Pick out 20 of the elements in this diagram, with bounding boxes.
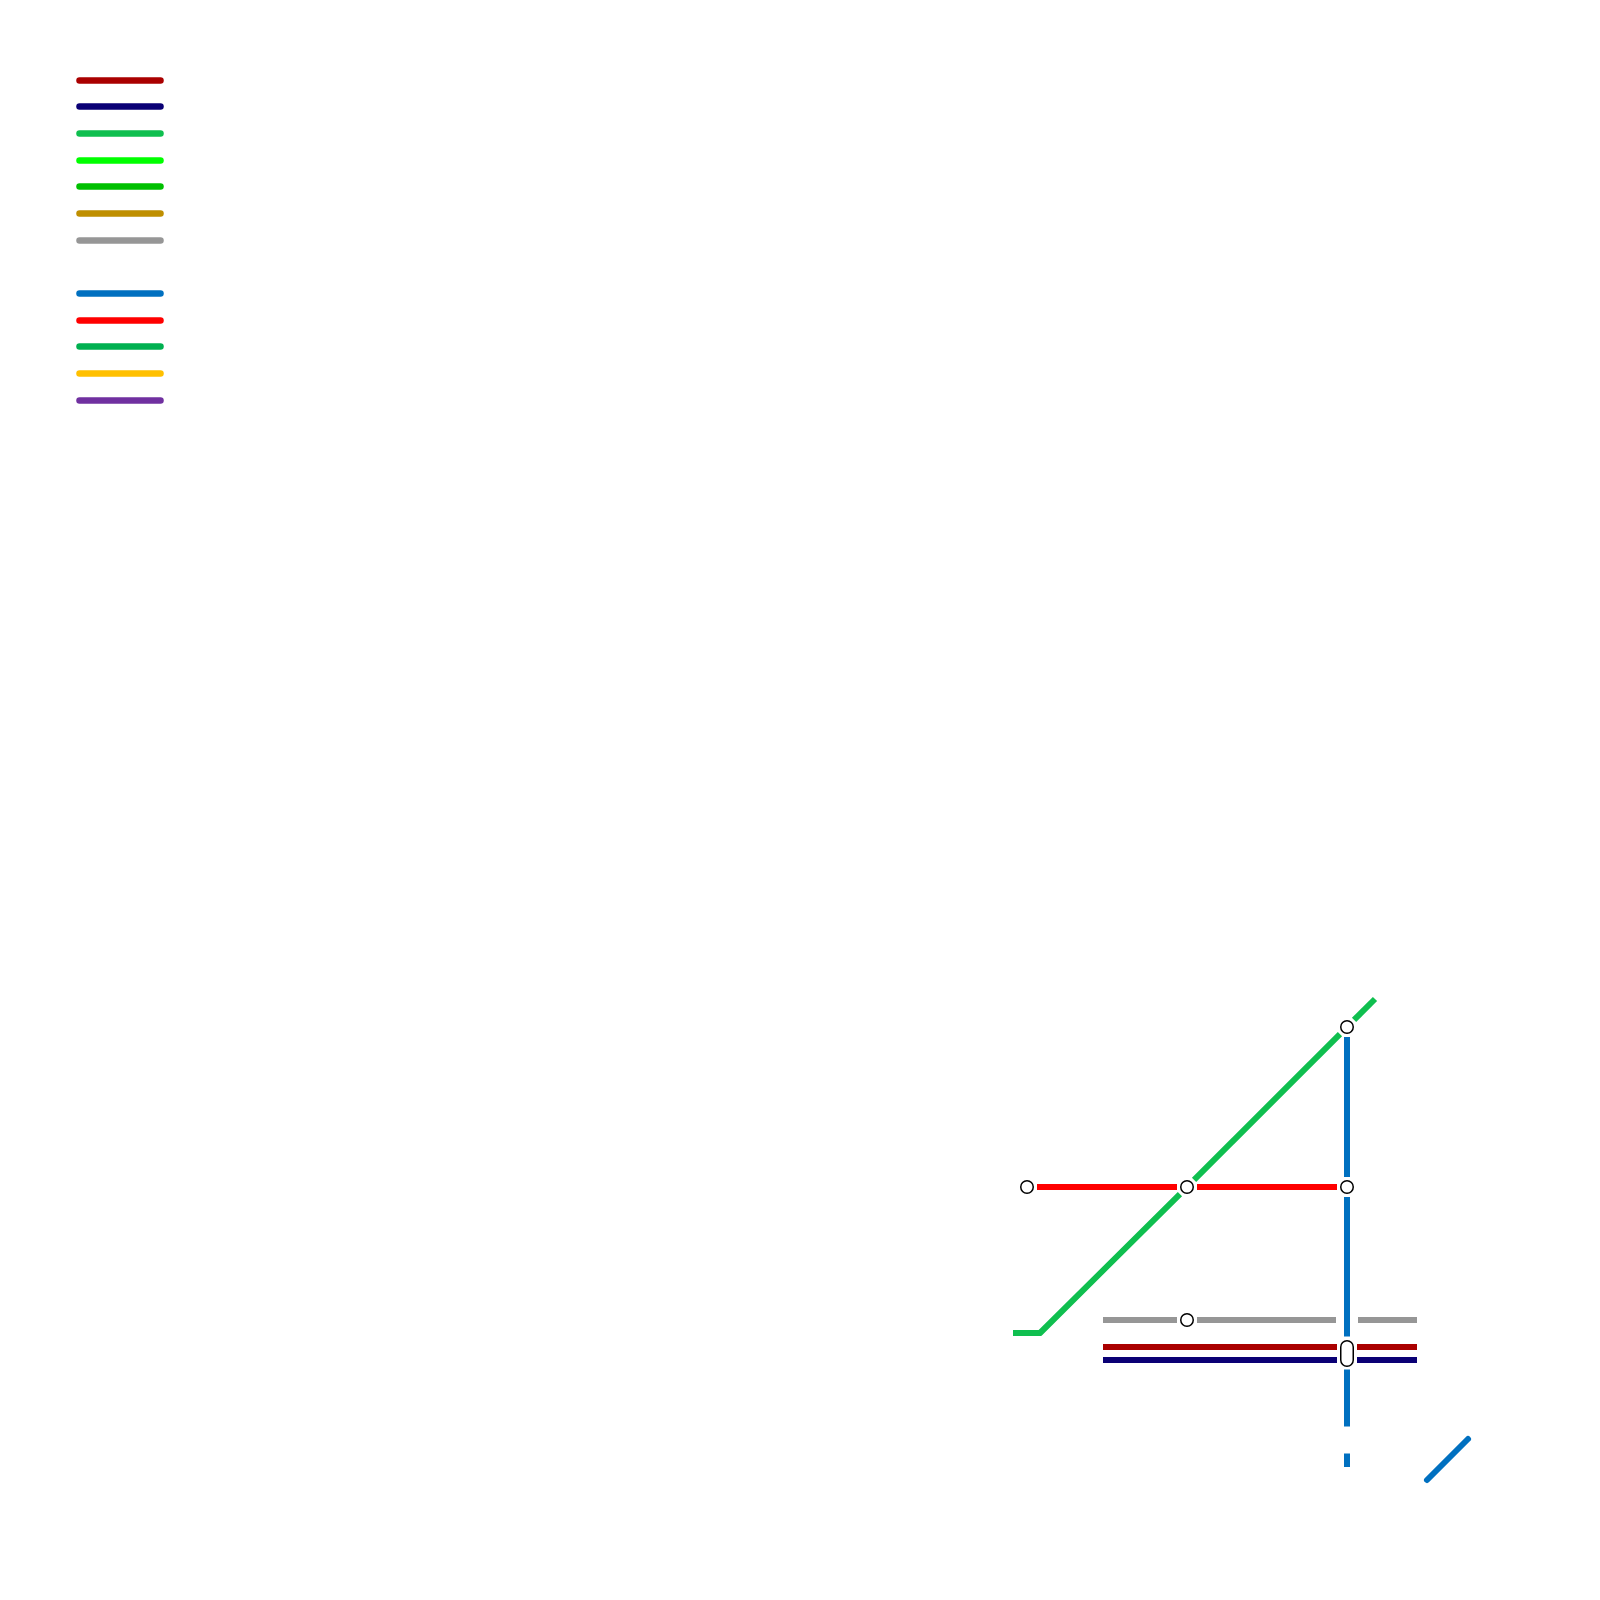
station-icon — [1180, 1313, 1194, 1327]
rail-line — [1013, 1191, 1183, 1336]
rail-line — [1351, 996, 1378, 1023]
station-icon — [1340, 1020, 1354, 1034]
rail-line — [1037, 1184, 1177, 1190]
rail-line — [1194, 1317, 1420, 1323]
rail-line — [1103, 1344, 1337, 1350]
rail-line — [1357, 1344, 1417, 1350]
rail-line — [1103, 1357, 1337, 1363]
rail-line — [1197, 1184, 1337, 1190]
station-icon — [1340, 1180, 1354, 1194]
station-icon — [1180, 1180, 1194, 1194]
interchange-icon — [1340, 1339, 1354, 1367]
rail-line — [1344, 1197, 1350, 1337]
rail-line — [1191, 1031, 1343, 1183]
rail-line — [1103, 1317, 1177, 1323]
rail-line — [1344, 1369, 1350, 1467]
rail-line — [1344, 1037, 1350, 1177]
station-icon — [1020, 1180, 1034, 1194]
rail-line — [1357, 1357, 1417, 1363]
